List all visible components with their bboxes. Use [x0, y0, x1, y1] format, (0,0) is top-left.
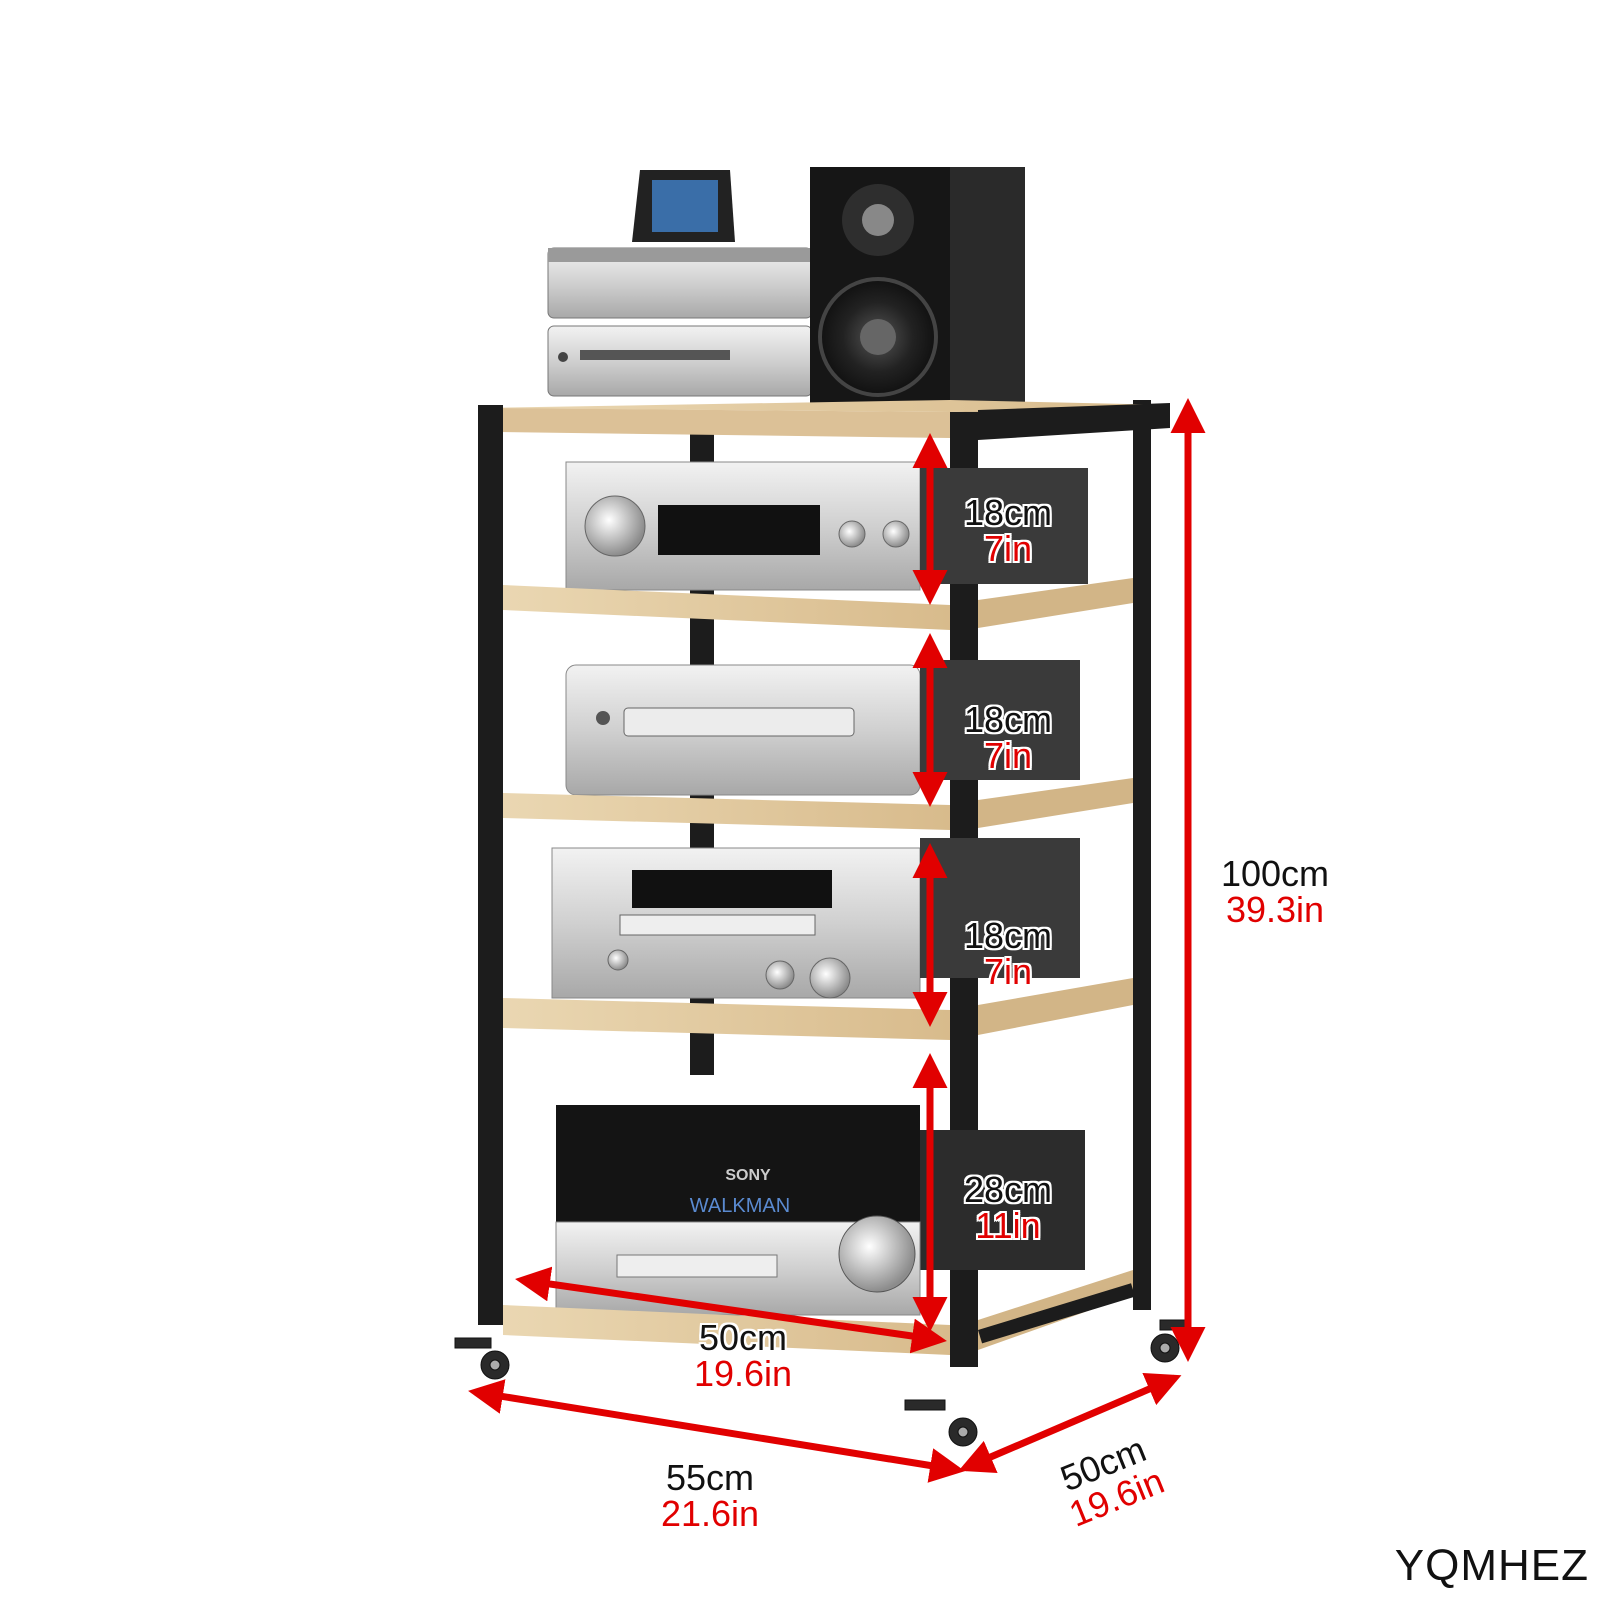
dimension-arrows	[468, 398, 1206, 1483]
walkman-display-text: WALKMAN	[690, 1195, 790, 1217]
shelf-3	[503, 778, 1133, 830]
label-total-height: 100cm 39.3in	[1200, 856, 1350, 928]
label-shelf-width: 50cm 19.6in	[668, 1320, 818, 1392]
shelf-2	[503, 578, 1133, 630]
sony-brand-text: SONY	[725, 1167, 771, 1184]
total-height-cm: 100cm	[1220, 853, 1330, 894]
shelf-gap-1-in: 7in	[983, 528, 1033, 569]
shelf-width-in: 19.6in	[693, 1353, 793, 1394]
shelf-gap-3-cm: 18cm	[963, 915, 1053, 956]
shelf-4	[503, 978, 1133, 1040]
shelf-gap-3-in: 7in	[983, 951, 1033, 992]
label-width: 55cm 21.6in	[635, 1460, 785, 1532]
total-height-in: 39.3in	[1225, 889, 1325, 930]
label-shelf-gap-2: 18cm 7in	[948, 702, 1068, 774]
shelf-gap-2-cm: 18cm	[963, 699, 1053, 740]
bottom-gap-in: 11in	[975, 1205, 1041, 1246]
top-network-player	[547, 170, 813, 397]
bottom-gap-cm: 28cm	[963, 1169, 1053, 1210]
arrow-shelf-width	[515, 1266, 947, 1354]
arrow-depth	[958, 1372, 1182, 1474]
brand-watermark: YQMHEZ	[1394, 1541, 1589, 1590]
width-in: 21.6in	[660, 1493, 760, 1534]
label-bottom-gap: 28cm 11in	[948, 1172, 1068, 1244]
label-shelf-gap-3: 18cm 7in	[948, 918, 1068, 990]
shelf-gap-1-cm: 18cm	[963, 492, 1053, 533]
arrow-width	[468, 1379, 965, 1483]
shelf-gap-2-in: 7in	[983, 735, 1033, 776]
shelf-width-cm: 50cm	[698, 1317, 788, 1358]
bookshelf-speaker	[810, 167, 1025, 407]
width-cm: 55cm	[665, 1457, 755, 1498]
amplifier-device	[565, 461, 1088, 591]
label-shelf-gap-1: 18cm 7in	[948, 495, 1068, 567]
